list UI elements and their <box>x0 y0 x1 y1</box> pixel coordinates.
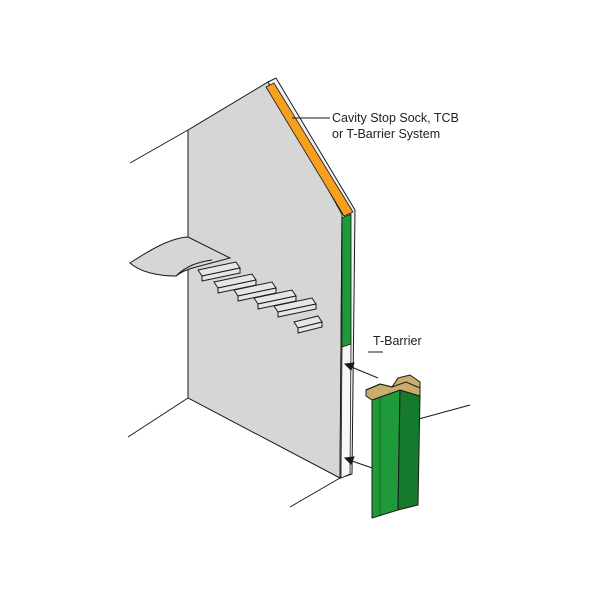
t-barrier-label: T-Barrier <box>373 334 422 348</box>
leader-lines <box>292 117 383 353</box>
membrane-flap-curl <box>175 259 213 277</box>
wall-tie <box>273 297 317 318</box>
cavity-stop-label: Cavity Stop Sock, TCB or T-Barrier Syste… <box>332 110 459 142</box>
cavity-slot <box>340 343 352 479</box>
cavity-stop-label-line1: Cavity Stop Sock, TCB <box>332 111 459 125</box>
wall-panel <box>187 81 343 479</box>
green-cavity-band <box>341 213 352 348</box>
insertion-arrows <box>343 362 379 471</box>
membrane-flap <box>129 236 232 277</box>
t-barrier-block <box>365 374 421 519</box>
wall-tie <box>197 261 241 282</box>
wall-tie <box>293 315 323 334</box>
cavity-stop-label-line2: or T-Barrier System <box>332 127 441 141</box>
wall-tie <box>213 273 257 294</box>
wall-edge <box>267 77 356 479</box>
wall-ties <box>197 261 323 334</box>
cavity-stop-sock <box>265 82 354 217</box>
